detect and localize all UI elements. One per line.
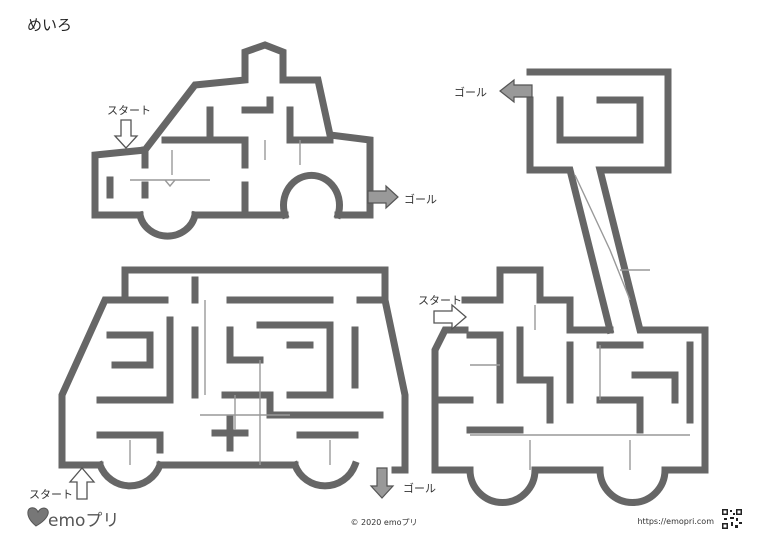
page-title: めいろ bbox=[27, 16, 73, 34]
qr-code-icon bbox=[721, 508, 743, 530]
ambulance-goal-arrow-icon bbox=[369, 467, 395, 499]
ambulance-start-label: スタート bbox=[29, 488, 73, 501]
crane-start-arrow-icon bbox=[433, 303, 467, 331]
heart-logo-icon bbox=[27, 507, 49, 527]
car-start-arrow-icon bbox=[113, 119, 139, 149]
crane-truck-maze bbox=[431, 68, 709, 506]
car-maze bbox=[91, 41, 399, 240]
brand-logo: emoプリ bbox=[48, 511, 120, 531]
crane-start-label: スタート bbox=[418, 294, 462, 307]
car-goal-arrow-icon bbox=[367, 184, 399, 210]
crane-goal-arrow-icon bbox=[499, 78, 533, 104]
ambulance-goal-label: ゴール bbox=[403, 482, 436, 495]
car-start-label: スタート bbox=[107, 104, 151, 117]
car-goal-label: ゴール bbox=[404, 193, 437, 206]
site-url[interactable]: https://emopri.com bbox=[637, 517, 714, 526]
copyright-text: © 2020 emoプリ bbox=[350, 518, 418, 527]
ambulance-maze bbox=[58, 266, 409, 500]
crane-goal-label: ゴール bbox=[454, 86, 487, 99]
ambulance-start-arrow-icon bbox=[68, 467, 96, 500]
